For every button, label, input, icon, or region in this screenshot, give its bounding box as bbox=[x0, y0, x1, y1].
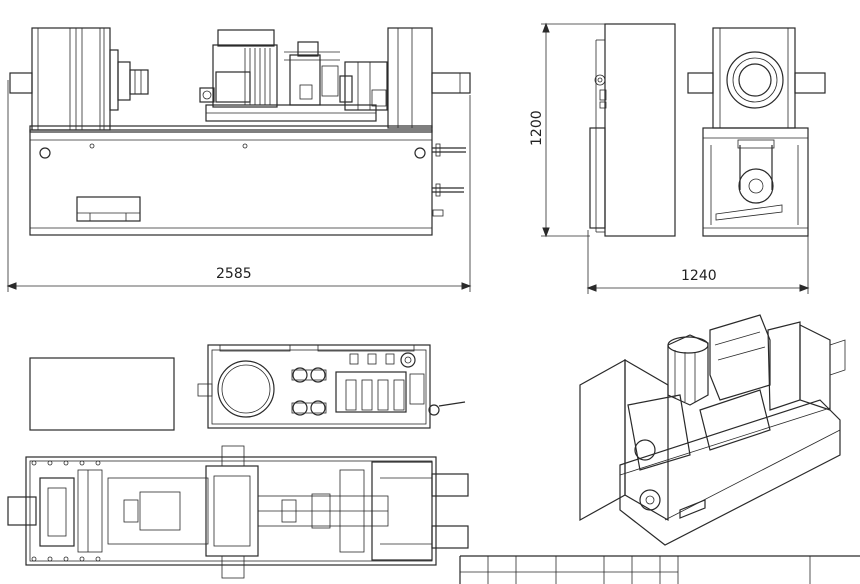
iso-cabinet bbox=[579, 358, 626, 522]
mount-hole bbox=[39, 147, 51, 159]
left-shaft bbox=[9, 72, 33, 94]
right-shaft bbox=[431, 72, 471, 94]
isometric-view bbox=[579, 314, 846, 546]
gearbox bbox=[344, 61, 388, 111]
pump bbox=[289, 54, 321, 106]
iso-motor bbox=[667, 334, 709, 406]
tank-cap bbox=[217, 360, 275, 418]
side-cabinet bbox=[604, 23, 676, 237]
drawer bbox=[76, 196, 141, 222]
panel-frame bbox=[207, 344, 431, 429]
manifold-block bbox=[335, 371, 407, 413]
valve bbox=[292, 367, 308, 383]
front-elevation-view: 2585 bbox=[6, 27, 472, 292]
plan-view bbox=[7, 445, 469, 579]
title-block bbox=[459, 555, 860, 584]
side-elevation-view: 1200 bbox=[529, 22, 676, 238]
brake-drum bbox=[31, 27, 111, 131]
mount-hole bbox=[414, 147, 426, 159]
plan-drum bbox=[39, 477, 75, 547]
iso-right-bracket bbox=[799, 324, 831, 411]
hydraulic-panel-view bbox=[197, 344, 466, 429]
plan-frame bbox=[25, 456, 437, 566]
dimension-label-height: 1200 bbox=[529, 110, 545, 146]
motor bbox=[212, 44, 278, 108]
dimension-label-width: 2585 bbox=[216, 266, 252, 282]
base-cabinet bbox=[29, 129, 433, 236]
empty-frame bbox=[29, 357, 175, 431]
iso-base bbox=[619, 399, 841, 546]
dimension-label-depth: 1240 bbox=[681, 268, 717, 284]
right-bracket bbox=[387, 27, 433, 129]
end-elevation-view: 1240 bbox=[586, 27, 826, 294]
plan-right-bracket bbox=[371, 461, 433, 561]
pulley bbox=[738, 168, 774, 204]
spindle-flange bbox=[726, 51, 784, 109]
